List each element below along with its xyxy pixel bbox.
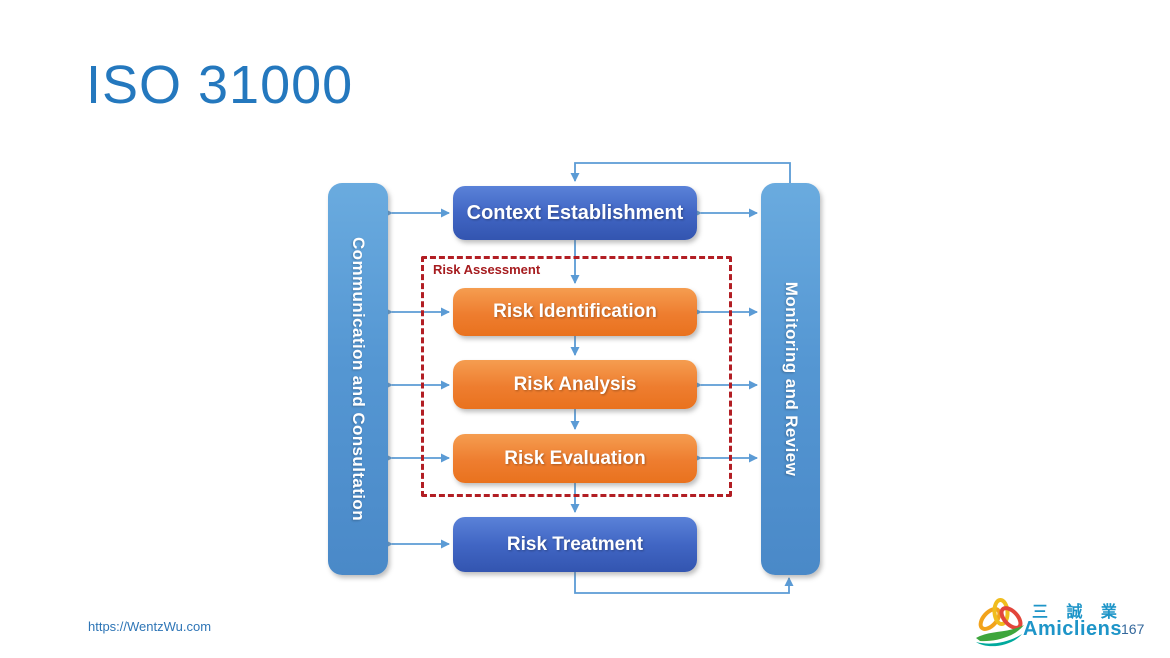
context-establishment-box: Context Establishment xyxy=(453,186,697,240)
risk-treatment-box: Risk Treatment xyxy=(453,517,697,572)
page-number: 167 xyxy=(1121,621,1145,637)
flower-logo-icon xyxy=(976,598,1024,647)
risk-evaluation-box: Risk Evaluation xyxy=(453,434,697,483)
communication-consultation-label: Communication and Consultation xyxy=(349,237,368,521)
page-title: ISO 31000 xyxy=(86,55,354,115)
communication-consultation-bar: Communication and Consultation xyxy=(328,183,388,575)
monitoring-review-bar: Monitoring and Review xyxy=(761,183,820,575)
logo-latin-text: Amicliens xyxy=(1023,618,1122,640)
monitoring-review-label: Monitoring and Review xyxy=(781,281,801,477)
footer-url-link[interactable]: https://WentzWu.com xyxy=(88,619,212,634)
logo-cjk-text: 三 誠 業 xyxy=(1032,604,1124,621)
amicliens-logo: 三 誠 業 Amicliens xyxy=(972,594,1121,652)
risk-identification-box: Risk Identification xyxy=(453,288,697,336)
risk-assessment-group-border xyxy=(421,256,732,497)
risk-assessment-group-label: Risk Assessment xyxy=(433,262,541,277)
risk-analysis-box: Risk Analysis xyxy=(453,360,697,409)
